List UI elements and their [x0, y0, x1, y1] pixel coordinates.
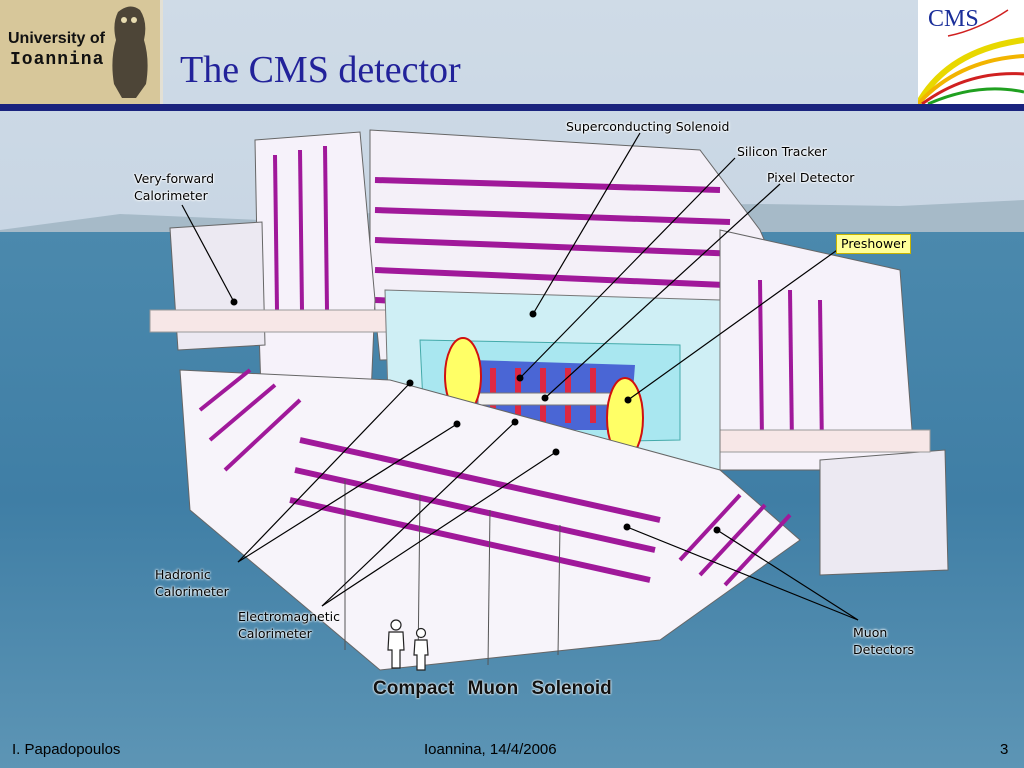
- cms-logo-graphic: [918, 9, 1024, 104]
- label-electromagnetic-calorimeter-line1: Electromagnetic: [238, 609, 340, 624]
- footer-place-date: Ioannina, 14/4/2006: [424, 741, 557, 758]
- yoke-stripes-front-left: [198, 368, 302, 472]
- footer-page-number: 3: [1000, 741, 1009, 758]
- label-preshower: Preshower: [836, 234, 912, 254]
- label-hadronic-calorimeter-line2: Calorimeter: [155, 584, 229, 599]
- label-hadronic-calorimeter: Hadronic Calorimeter: [155, 566, 229, 600]
- label-silicon-tracker: Silicon Tracker: [737, 144, 827, 159]
- people-scale-icon: [387, 619, 429, 671]
- footer-author: I. Papadopoulos: [12, 741, 121, 758]
- slide-title: The CMS detector: [180, 49, 461, 91]
- leader-dots: [230, 298, 721, 534]
- endcap-stripes-left: [273, 145, 329, 311]
- yoke-stripes-lower: [289, 437, 661, 583]
- university-logo-line1: University of: [8, 30, 105, 47]
- label-very-forward-calorimeter-line2: Calorimeter: [134, 188, 208, 203]
- label-pixel-detector: Pixel Detector: [767, 170, 855, 185]
- very-forward-calorimeter-right: [819, 449, 949, 576]
- label-muon-detectors-line1: Muon: [853, 625, 888, 640]
- leader-lines: [181, 132, 859, 621]
- beam-pipe: [477, 392, 629, 406]
- label-superconducting-solenoid: Superconducting Solenoid: [566, 119, 730, 134]
- label-very-forward-calorimeter: Very-forward Calorimeter: [134, 170, 214, 204]
- cms-logo-text: CMS: [928, 6, 979, 32]
- endcap-stripes-right: [758, 279, 824, 451]
- cms-logo-icon: CMS: [918, 0, 1024, 104]
- label-electromagnetic-calorimeter: Electromagnetic Calorimeter: [238, 608, 340, 642]
- university-logo: University of Ioannina: [0, 0, 163, 104]
- label-very-forward-calorimeter-line1: Very-forward: [134, 171, 215, 186]
- diagram-caption: Compact Muon Solenoid: [373, 678, 612, 699]
- owl-logo-icon: [112, 6, 148, 99]
- label-muon-detectors: Muon Detectors: [853, 624, 914, 658]
- label-muon-detectors-line2: Detectors: [853, 642, 914, 657]
- label-electromagnetic-calorimeter-line2: Calorimeter: [238, 626, 312, 641]
- university-logo-line2: Ioannina: [10, 50, 105, 70]
- label-hadronic-calorimeter-line1: Hadronic: [155, 567, 211, 582]
